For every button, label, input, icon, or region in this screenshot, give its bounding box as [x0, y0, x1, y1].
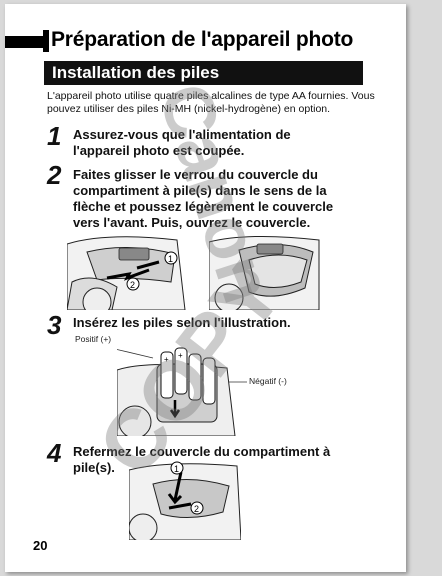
negative-label: Négatif (-)	[249, 376, 287, 386]
step-2-text: Faites glisser le verrou du couvercle du…	[73, 167, 333, 231]
svg-text:+: +	[164, 355, 169, 364]
title-rule	[5, 36, 43, 48]
battery-cover-open-illustration-right	[209, 235, 320, 310]
step-1-text: Assurez-vous que l'alimentation de l'app…	[73, 127, 291, 159]
page-title: Préparation de l'appareil photo	[51, 28, 354, 51]
callout-2-label: 2	[130, 280, 135, 290]
battery-cover-open-illustration-left: 1 2	[67, 236, 186, 310]
step-3-text: Insérez les piles selon l'illustration.	[73, 315, 291, 331]
step-1-number: 1	[47, 121, 62, 151]
step-1-line: l'appareil photo est coupée.	[73, 143, 245, 158]
document-page: Préparation de l'appareil photo Installa…	[5, 4, 406, 572]
step-3-line: Insérez les piles selon l'illustration.	[73, 315, 291, 330]
section-title: Installation des piles	[52, 63, 220, 82]
step-3-number: 3	[47, 310, 62, 340]
positive-label: Positif (+)	[75, 334, 112, 344]
step-2-number: 2	[47, 160, 62, 190]
battery-insertion-illustration: + +	[117, 347, 247, 436]
step-4-line: pile(s).	[73, 460, 115, 475]
page-number: 20	[33, 538, 48, 553]
intro-paragraph: L'appareil photo utilise quatre piles al…	[47, 90, 375, 115]
step-2-line: flèche et poussez légèrement le couvercl…	[73, 199, 334, 214]
step-1-line: Assurez-vous que l'alimentation de	[73, 127, 291, 142]
svg-text:+: +	[178, 351, 183, 360]
section-header-bar	[44, 61, 363, 85]
battery-cover-close-illustration: 1 2	[129, 461, 241, 540]
title-rule-stub	[43, 30, 49, 52]
callout-1-label: 1	[174, 464, 179, 474]
step-4-number: 4	[47, 438, 62, 468]
step-2-line: compartiment à pile(s) dans le sens de l…	[73, 183, 327, 198]
step-2-line: Faites glisser le verrou du couvercle du	[73, 167, 318, 182]
step-4-line: Refermez le couvercle du compartiment à	[73, 444, 331, 459]
callout-1-label: 1	[168, 254, 173, 264]
step-4-text: Refermez le couvercle du compartiment à …	[73, 444, 330, 476]
callout-2-label: 2	[194, 504, 199, 514]
step-2-line: vers l'avant. Puis, ouvrez le couvercle.	[73, 215, 311, 230]
scrollbar[interactable]	[410, 0, 442, 576]
